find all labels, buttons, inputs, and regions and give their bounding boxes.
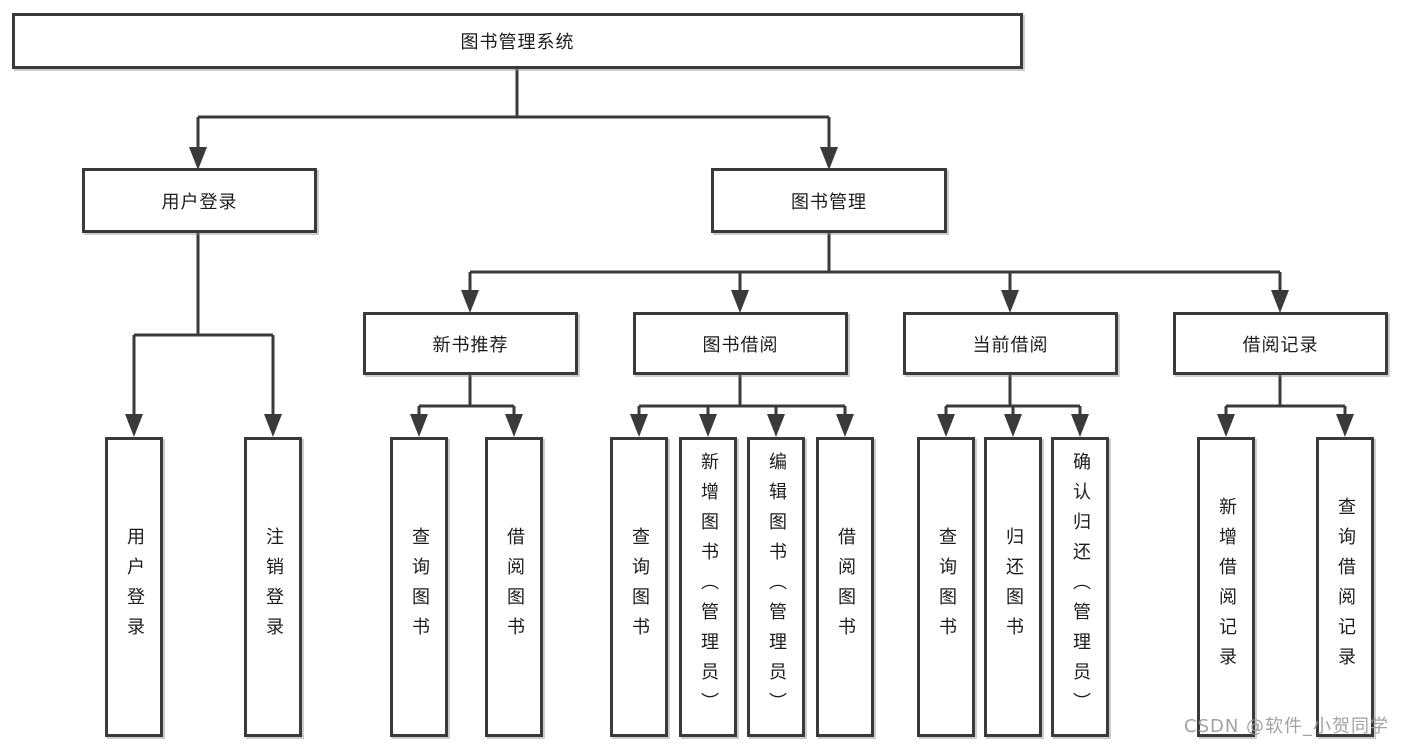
connector-book-borrow-to-children bbox=[637, 375, 847, 418]
node-current-borrowing: 当前借阅 bbox=[903, 312, 1118, 375]
leaf-borrow-books-recommend: 借阅图书 bbox=[485, 437, 543, 737]
node-book-borrowing: 图书借阅 bbox=[633, 312, 848, 375]
node-book-management-system: 图书管理系统 bbox=[12, 13, 1023, 69]
node-book-management: 图书管理 bbox=[711, 168, 947, 233]
node-user-login: 用户登录 bbox=[82, 168, 317, 233]
arrowheads-user-login-leaves bbox=[125, 414, 282, 437]
arrowheads-level2 bbox=[189, 147, 838, 170]
leaf-confirm-return-admin: 确认归还（管理员） bbox=[1051, 437, 1109, 737]
leaf-return-books: 归还图书 bbox=[984, 437, 1042, 737]
arrowheads-new-book-rec-leaves bbox=[410, 414, 523, 437]
connector-borrow-record-to-children bbox=[1224, 375, 1347, 418]
leaf-edit-books-admin: 编辑图书（管理员） bbox=[747, 437, 805, 737]
connector-book-mgmt-to-children bbox=[468, 233, 1282, 294]
arrowheads-book-borrow-leaves bbox=[630, 414, 854, 437]
leaf-user-login: 用户登录 bbox=[105, 437, 163, 737]
leaf-logout: 注销登录 bbox=[244, 437, 302, 737]
arrowheads-borrow-record-leaves bbox=[1217, 414, 1354, 437]
connector-new-book-rec-to-children bbox=[417, 375, 516, 418]
leaf-query-books-current: 查询图书 bbox=[917, 437, 975, 737]
connector-user-login-to-children bbox=[132, 233, 275, 418]
csdn-watermark: CSDN @软件_小贺同学 bbox=[1184, 716, 1390, 737]
leaf-borrow-books: 借阅图书 bbox=[816, 437, 874, 737]
arrowheads-level3 bbox=[461, 290, 1289, 313]
connector-current-borrow-to-children bbox=[944, 375, 1082, 418]
leaf-add-borrow-record: 新增借阅记录 bbox=[1197, 437, 1255, 737]
arrowheads-current-borrow-leaves bbox=[937, 414, 1089, 437]
node-borrowing-records: 借阅记录 bbox=[1173, 312, 1388, 375]
leaf-query-books-recommend: 查询图书 bbox=[390, 437, 448, 737]
leaf-query-books-borrowing: 查询图书 bbox=[610, 437, 668, 737]
leaf-add-books-admin: 新增图书（管理员） bbox=[679, 437, 737, 737]
leaf-query-borrow-record: 查询借阅记录 bbox=[1316, 437, 1374, 737]
node-new-book-recommendation: 新书推荐 bbox=[363, 312, 578, 375]
connector-root-to-level2 bbox=[196, 69, 831, 150]
